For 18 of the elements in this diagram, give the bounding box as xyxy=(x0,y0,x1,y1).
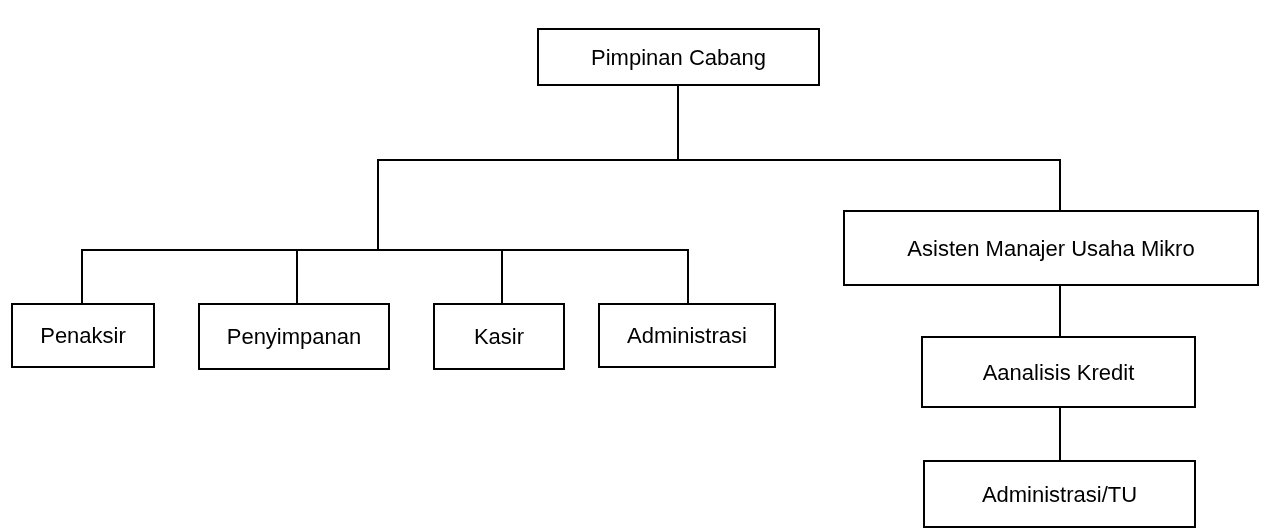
org-box xyxy=(923,460,1196,528)
org-box xyxy=(921,336,1196,408)
box-label: Pimpinan Cabang xyxy=(591,43,766,72)
org-box xyxy=(433,303,565,370)
connector-line xyxy=(1059,407,1061,461)
box-label: Aanalisis Kredit xyxy=(982,358,1135,387)
org-box xyxy=(843,210,1259,286)
box-label: Administrasi/TU xyxy=(981,480,1138,509)
box-label: Administrasi xyxy=(627,322,747,350)
box-label: Asisten Manajer Usaha Mikro xyxy=(907,234,1195,263)
org-box xyxy=(598,303,776,368)
box-label: Penyimpanan xyxy=(226,323,362,351)
org-box xyxy=(11,303,155,368)
box-label: Kasir xyxy=(473,323,525,351)
connector-line xyxy=(1059,285,1061,337)
box-label: Penaksir xyxy=(40,322,126,350)
org-box xyxy=(537,28,820,86)
org-box xyxy=(198,303,390,370)
